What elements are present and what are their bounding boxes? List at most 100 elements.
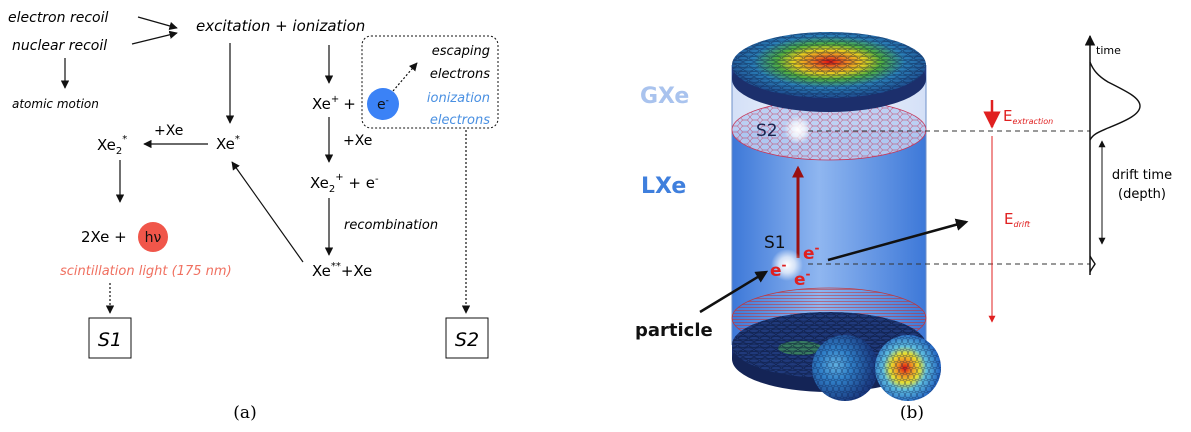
pmt-tube <box>898 343 906 351</box>
pmt-tube <box>931 337 939 345</box>
pmt-tube <box>853 379 861 387</box>
pmt-tube <box>883 349 891 357</box>
pmt-tube <box>765 44 776 50</box>
pmt-tube <box>809 82 820 87</box>
pmt-tube <box>803 48 815 53</box>
pmt-tube <box>770 78 782 83</box>
pmt-tube <box>754 339 765 344</box>
pmt-tube <box>809 37 820 42</box>
pmt-tube <box>825 93 837 98</box>
pmt-tube <box>904 367 912 375</box>
pmt-tube <box>835 379 843 387</box>
pmt-tube <box>831 324 842 330</box>
pmt-tube <box>891 48 903 53</box>
pmt-tube <box>924 63 926 68</box>
pmt-tube <box>858 321 870 326</box>
pmt-tube <box>809 89 820 94</box>
pmt-tube <box>853 332 864 337</box>
two-xe-label: 2Xe + <box>81 228 127 246</box>
pmt-tube <box>865 379 873 387</box>
pmt-tube <box>823 379 831 387</box>
pmt-tube <box>850 397 858 401</box>
pmt-tube <box>875 339 886 344</box>
pmt-tube <box>722 370 732 373</box>
pmt-tube <box>716 42 726 45</box>
pmt-tube <box>792 33 804 38</box>
pmt-tube <box>919 373 927 381</box>
pmt-tube <box>913 397 921 401</box>
pmt-tube <box>869 86 881 91</box>
pmt-tube <box>825 86 837 91</box>
pmt-tube <box>937 349 941 357</box>
pmt-tube <box>798 74 809 79</box>
escaping-label-2: electrons <box>430 67 490 82</box>
pmt-tube <box>886 355 894 363</box>
pmt-tube <box>875 74 886 79</box>
pmt-tube <box>937 397 941 401</box>
pmt-tube <box>886 343 894 351</box>
pmt-tube <box>803 41 815 46</box>
pmt-tube <box>826 385 834 393</box>
pmt-tube <box>732 33 738 38</box>
pmt-tube <box>754 362 765 367</box>
pmt-tube <box>931 397 939 401</box>
time-label: time <box>1096 44 1121 57</box>
pmt-tube <box>781 78 793 83</box>
pmt-tube <box>722 38 732 41</box>
pmt-tube <box>754 82 765 87</box>
lxe-label: LXe <box>641 174 686 199</box>
pmt-tube <box>792 63 804 68</box>
recombination-label: recombination <box>344 218 438 233</box>
pmt-tube <box>792 313 804 318</box>
pmt-tube <box>836 313 848 318</box>
pmt-tube <box>765 32 776 35</box>
pmt-tube <box>820 37 831 42</box>
pmt-tube <box>944 398 950 404</box>
pmt-tube <box>776 44 787 50</box>
pmt-tube <box>732 63 738 68</box>
pmt-tube <box>748 78 760 83</box>
pmt-tube <box>814 78 826 83</box>
pmt-tube <box>776 82 787 87</box>
pmt-tube <box>812 391 819 399</box>
pmt-tube <box>886 32 897 35</box>
pmt-tube <box>814 71 826 76</box>
pmt-tube <box>864 332 875 337</box>
pmt-tube <box>902 56 914 61</box>
pmt-tube <box>910 391 918 399</box>
pmt-tube <box>831 74 842 79</box>
pmt-tube <box>947 356 953 362</box>
pmt-tube <box>826 397 834 401</box>
pmt-tube <box>809 44 820 50</box>
e-minus-label: e- <box>377 96 389 113</box>
pmt-tube <box>841 367 849 375</box>
pmt-tube <box>826 361 834 369</box>
excitation-ionization-label: excitation + ionization <box>196 17 365 35</box>
pmt-tube <box>759 351 771 356</box>
pmt-tube <box>792 328 804 333</box>
pmt-tube <box>924 48 926 53</box>
pmt-tube <box>841 391 849 399</box>
pmt-tube <box>776 354 787 359</box>
pmt-tube <box>859 379 867 387</box>
pmt-tube <box>864 324 875 330</box>
pmt-tube <box>940 355 941 363</box>
pmt-tube <box>770 351 782 356</box>
pmt-tube <box>891 63 903 68</box>
pmt-tube <box>931 38 941 41</box>
pmt-tube <box>901 349 909 357</box>
pmt-tube <box>781 351 793 356</box>
pmt-tube <box>722 325 732 328</box>
pmt-tube <box>759 358 771 363</box>
pmt-tube <box>803 398 809 404</box>
pmt-tube <box>754 74 765 79</box>
pmt-tube <box>944 362 950 368</box>
pmt-tube <box>759 71 771 76</box>
pmt-tube <box>836 63 848 68</box>
pmt-tube <box>759 328 771 333</box>
pmt-tube <box>825 56 837 61</box>
pmt-tube <box>825 63 837 68</box>
pmt-tube <box>858 71 870 76</box>
pmt-tube <box>924 33 926 38</box>
